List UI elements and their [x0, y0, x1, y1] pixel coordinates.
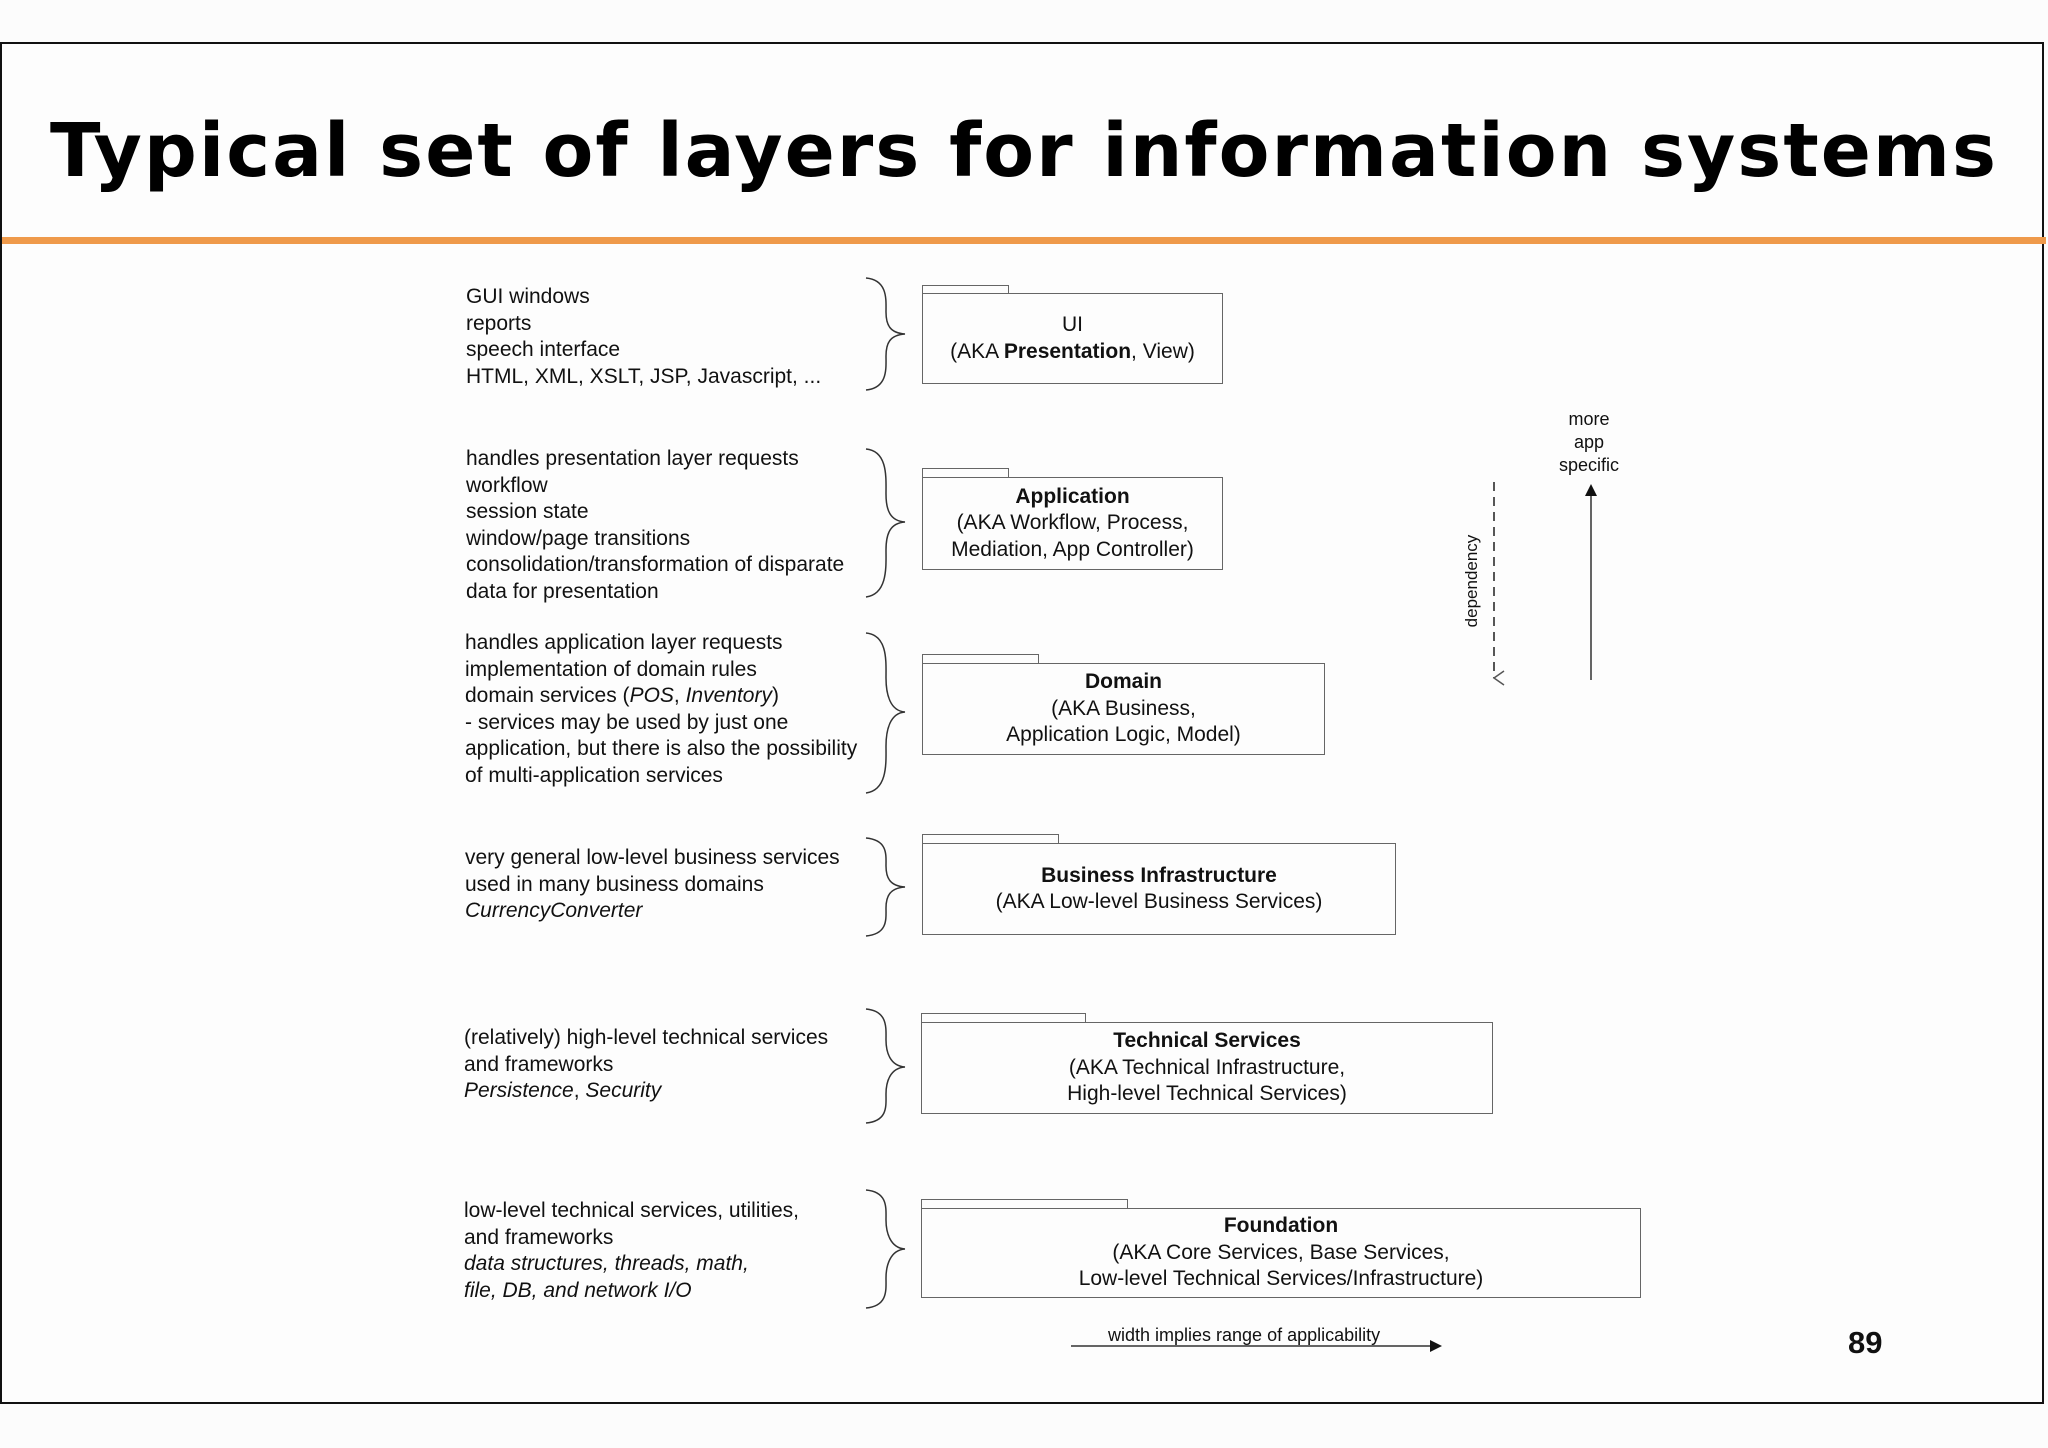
width-note: width implies range of applicability — [1108, 1325, 1381, 1345]
domain-layer-description: handles application layer requests imple… — [465, 631, 858, 787]
technical-services-package: Technical Services (AKA Technical Infras… — [921, 1022, 1493, 1114]
brace-domain — [865, 632, 906, 794]
dependency-label: dependency — [1462, 534, 1481, 628]
foundation-layer-description: low-level technical services, utilities,… — [464, 1199, 799, 1302]
business-infrastructure-package: Business Infrastructure (AKA Low-level B… — [922, 843, 1396, 935]
domain-package: Domain (AKA Business, Application Logic,… — [922, 663, 1325, 755]
ui-package-tab — [922, 285, 1009, 294]
foundation-package: Foundation (AKA Core Services, Base Serv… — [921, 1208, 1641, 1298]
brace-business-infrastructure — [865, 837, 906, 937]
technical-services-layer-description: (relatively) high-level technical servic… — [464, 1026, 829, 1102]
page-number: 89 — [1848, 1325, 1883, 1360]
domain-package-tab — [922, 654, 1039, 663]
application-package-tab — [922, 468, 1009, 477]
more-app-specific-label: more app specific — [1558, 409, 1620, 475]
business-infrastructure-layer-description: very general low-level business services… — [465, 846, 840, 922]
brace-technical-services — [865, 1008, 906, 1124]
ui-layer-description: GUI windows reports speech interface HTM… — [466, 285, 822, 388]
foundation-package-tab — [921, 1199, 1128, 1208]
technical-services-package-tab — [921, 1013, 1086, 1022]
brace-ui — [865, 277, 906, 391]
slide-title: Typical set of layers for information sy… — [49, 108, 1999, 194]
brace-application — [865, 448, 906, 598]
application-package: Application (AKA Workflow, Process, Medi… — [922, 477, 1223, 570]
application-layer-description: handles presentation layer requests work… — [466, 447, 845, 603]
ui-package: UI (AKA Presentation, View) — [922, 293, 1223, 384]
title-underline — [2, 237, 2046, 244]
brace-foundation — [865, 1189, 906, 1309]
business-infrastructure-package-tab — [922, 834, 1059, 843]
